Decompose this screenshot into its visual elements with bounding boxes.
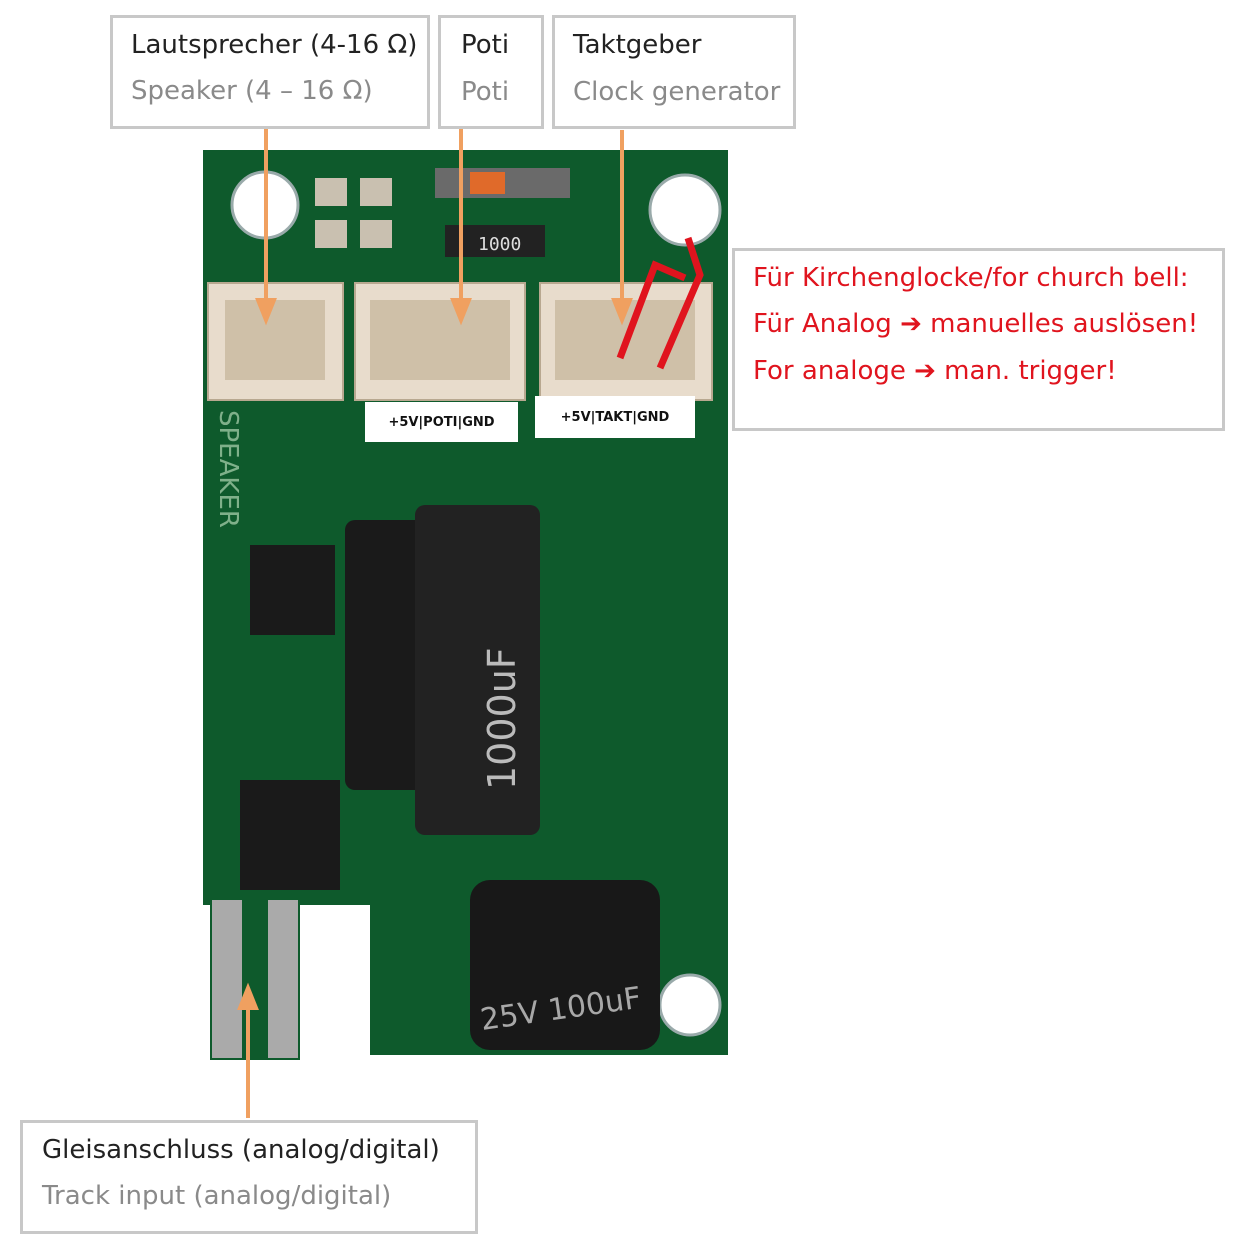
speaker-label-box [110,15,430,129]
note-line-1: Für Kirchenglocke/for church bell: [753,263,1189,293]
mount-hole [658,973,722,1037]
note-line-3: For analoge ➔ man. trigger! [753,356,1117,386]
track-label-de: Gleisanschluss (analog/digital) [42,1135,440,1165]
mount-hole [648,173,722,247]
track-label-en: Track input (analog/digital) [42,1181,392,1211]
clock-label-en: Clock generator [573,77,781,107]
speaker-label-en: Speaker (4 – 16 Ω) [131,76,373,106]
pinout-poti: +5V|POTI|GND [365,402,518,442]
church-bell-note-box [732,248,1225,431]
note-line-2: Für Analog ➔ manuelles auslösen! [753,309,1199,339]
clock-label-de: Taktgeber [573,30,702,60]
capacitor-marking: 1000uF [480,647,524,790]
pinout-takt: +5V|TAKT|GND [535,396,695,438]
track-label-box [20,1120,478,1234]
speaker-label-de: Lautsprecher (4-16 Ω) [131,30,418,60]
poti-label-en: Poti [461,77,510,107]
red-jumper-lines [616,236,704,370]
poti-label-de: Poti [461,30,510,60]
track-prongs [212,900,298,1058]
ics [240,505,660,1050]
orange-arrows [237,128,633,1118]
resistor-marking: 1000 [478,234,521,255]
speaker-silkscreen: SPEAKER [213,410,243,528]
clock-label-box [552,15,796,129]
poti-label-box [438,15,544,129]
